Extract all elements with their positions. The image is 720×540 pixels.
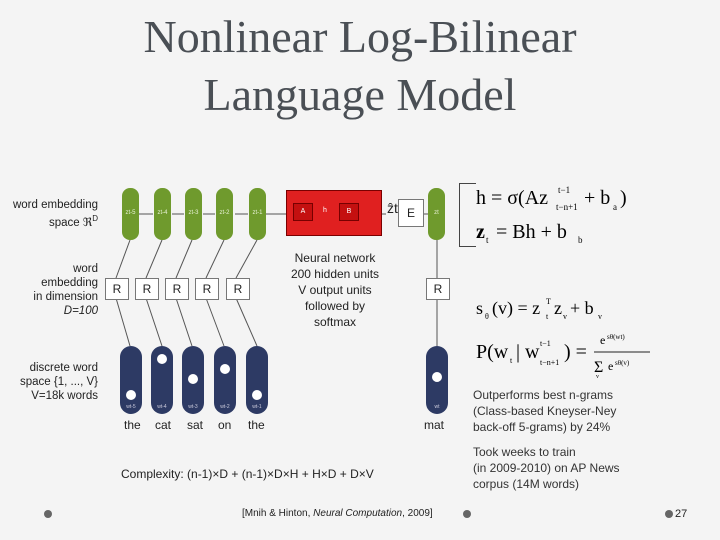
slide-title-line2: Language Model — [203, 69, 517, 120]
context-embedding-node: zt-2 — [216, 188, 233, 240]
word-node: wt-3 — [182, 346, 204, 414]
training-time-note: Took weeks to train (in 2009-2010) on AP… — [473, 445, 620, 491]
page-number: 27 — [675, 508, 688, 520]
r-box: R — [195, 278, 219, 300]
svg-text:v: v — [596, 374, 599, 380]
input-word: sat — [187, 418, 204, 432]
svg-text:sθ(v): sθ(v) — [615, 359, 630, 367]
input-word: the — [124, 418, 141, 432]
svg-text:+ b: + b — [570, 298, 594, 318]
svg-text:θ: θ — [485, 312, 489, 321]
context-embedding-node: zt-3 — [185, 188, 202, 240]
footer-dot — [665, 510, 673, 518]
svg-text:v: v — [563, 312, 567, 321]
svg-text:z: z — [554, 298, 562, 318]
embedding-dimension-label: word embedding in dimension D=100 — [33, 263, 98, 317]
svg-text:t−1: t−1 — [540, 339, 551, 348]
target-word-node: wt — [426, 346, 448, 414]
word-node: wt-5 — [120, 346, 142, 414]
discrete-space-label: discrete word space {1, ..., V} V=18k wo… — [20, 362, 98, 402]
svg-text:v: v — [598, 312, 602, 321]
svg-text:t−n+1: t−n+1 — [556, 202, 578, 212]
svg-text:sθ(wt): sθ(wt) — [607, 333, 625, 341]
svg-text:e: e — [608, 359, 613, 373]
outperforms-note: Outperforms best n-grams (Class-based Kn… — [473, 388, 617, 434]
r-box: R — [226, 278, 250, 300]
svg-text:t−1: t−1 — [558, 185, 570, 195]
svg-text:T: T — [546, 297, 551, 306]
r-box: R — [426, 278, 450, 300]
r-box: R — [135, 278, 159, 300]
input-word: on — [218, 418, 232, 432]
predicted-embedding-label: ẑt — [387, 200, 398, 216]
svg-text:P(w: P(w — [476, 341, 509, 363]
r-box: R — [105, 278, 129, 300]
svg-text:t−n+1: t−n+1 — [540, 358, 559, 367]
svg-text:+ b: + b — [584, 187, 610, 209]
svg-text:z: z — [476, 221, 485, 243]
svg-text:Σ: Σ — [594, 359, 603, 376]
context-embedding-node: zt-4 — [154, 188, 171, 240]
neural-network-description: Neural network 200 hidden units V output… — [290, 251, 380, 329]
complexity-formula: Complexity: (n-1)×D + (n-1)×D×H + H×D + … — [121, 467, 374, 481]
e-box: E — [398, 199, 424, 227]
input-word: the — [248, 418, 265, 432]
neural-network-block: A h B — [286, 190, 382, 236]
embedding-space-label: word embedding space ℜD — [12, 199, 98, 229]
word-node: wt-4 — [151, 346, 173, 414]
svg-text:(v) = z: (v) = z — [492, 298, 540, 319]
svg-text:= Bh + b: = Bh + b — [496, 221, 567, 243]
word-node: wt-2 — [214, 346, 236, 414]
svg-text:t: t — [510, 356, 513, 365]
slide-title-line1: Nonlinear Log-Bilinear — [143, 11, 577, 62]
matrix-a: A — [293, 203, 313, 221]
score-equation: s θ (v) = z T t z v + b v — [476, 297, 602, 321]
svg-text:| w: | w — [516, 341, 540, 363]
svg-text:t: t — [486, 235, 489, 245]
svg-text:a: a — [613, 202, 617, 212]
matrix-b: B — [339, 203, 359, 221]
network-equations: h = σ(Az t−1 t−n+1 + b a ) z t = Bh + b … — [476, 185, 627, 245]
target-embedding-node: zt — [428, 188, 445, 240]
svg-text:e: e — [600, 333, 605, 347]
softmax-equation: P(w t | w t−1 t−n+1 ) = e sθ(wt) Σ v e s… — [476, 333, 650, 380]
svg-text:) =: ) = — [564, 341, 587, 363]
svg-text:s: s — [476, 298, 483, 318]
hidden-layer-h: h — [317, 203, 333, 219]
r-box: R — [165, 278, 189, 300]
context-embedding-node: zt-1 — [249, 188, 266, 240]
target-word: mat — [424, 418, 445, 432]
equation-bracket — [459, 183, 476, 247]
word-node: wt-1 — [246, 346, 268, 414]
footer-dot — [44, 510, 52, 518]
svg-text:t: t — [546, 312, 549, 321]
input-word: cat — [155, 418, 172, 432]
context-embedding-node: zt-5 — [122, 188, 139, 240]
svg-text:): ) — [620, 187, 627, 209]
svg-text:b: b — [578, 235, 583, 245]
svg-text:h = σ(Az: h = σ(Az — [476, 187, 548, 209]
footer-dot — [463, 510, 471, 518]
citation: [Mnih & Hinton, Neural Computation, 2009… — [242, 508, 433, 519]
